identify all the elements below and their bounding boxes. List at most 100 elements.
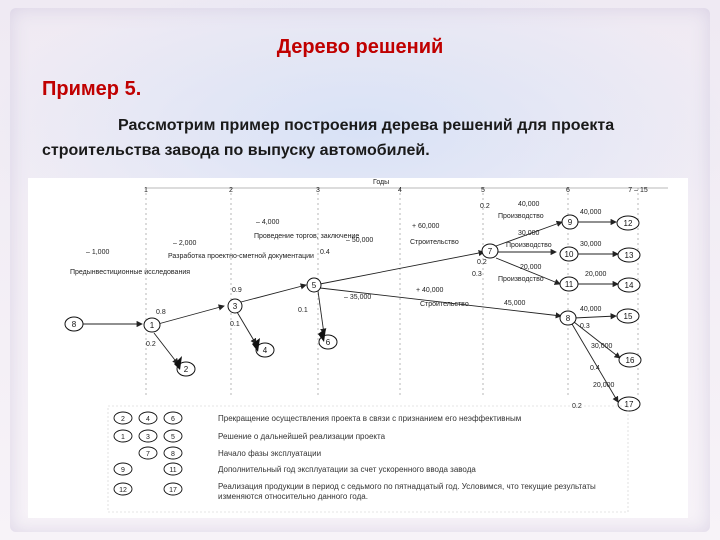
legend-node: 5 <box>171 434 175 441</box>
legend-node: 8 <box>171 451 175 458</box>
node-label: 6 <box>326 338 331 347</box>
tree-node <box>176 361 196 377</box>
stage-label: Производство <box>506 242 552 249</box>
edge-value: – 2,000 <box>173 240 196 247</box>
tree-node <box>255 342 275 358</box>
edge-value: 20,000 <box>585 271 607 278</box>
tree-node <box>559 246 579 262</box>
edge-value: – 1,000 <box>86 249 109 256</box>
legend-node: 7 <box>146 451 150 458</box>
edge-value: – 4,000 <box>256 219 279 226</box>
node-label: 3 <box>233 302 238 311</box>
node-label: 17 <box>625 400 634 409</box>
legend-node: 2 <box>121 416 125 423</box>
edge-value: 20,000 <box>520 264 542 271</box>
node-label: 16 <box>626 356 635 365</box>
node-label: 4 <box>263 346 268 355</box>
node-label: 8 <box>72 320 77 329</box>
diagram-legend: 2 4 6 1 3 5 7 8 9 11 12 17 Прекращение о… <box>107 405 629 513</box>
node-label: 5 <box>312 281 317 290</box>
node-label: 14 <box>625 281 634 290</box>
stage-label: Производство <box>498 213 544 220</box>
node-label: 12 <box>624 219 633 228</box>
node-label: 9 <box>568 218 573 227</box>
legend-node: 4 <box>146 416 150 423</box>
node-label: 1 <box>150 321 155 330</box>
tree-node <box>617 277 641 293</box>
stage-label: Строительство <box>410 239 459 246</box>
edge-value: 20,000 <box>593 382 615 389</box>
year-marker-3: 3 <box>316 187 320 194</box>
tree-node <box>618 352 642 368</box>
tree-node <box>306 277 322 293</box>
legend-text: Начало фазы эксплуатации <box>218 449 321 458</box>
probability-label: 0.1 <box>298 307 308 314</box>
probability-label: 0.2 <box>572 403 582 410</box>
legend-text: Прекращение осуществления проекта в связ… <box>218 414 521 423</box>
tree-node <box>481 243 499 259</box>
edge-value: – 50,000 <box>346 237 373 244</box>
probability-label: 0.4 <box>590 365 600 372</box>
tree-node <box>559 276 579 292</box>
example-heading: Пример 5. <box>42 78 142 100</box>
legend-node: 1 <box>121 434 125 441</box>
stage-label: Разработка проектно-сметной документации <box>168 252 314 260</box>
edge-value: 30,000 <box>580 241 602 248</box>
tree-node <box>64 316 84 332</box>
legend-text: Решение о дальнейшей реализации проекта <box>218 432 386 441</box>
year-marker-7: 7 – 15 <box>628 187 648 194</box>
legend-text-wrap: Реализация продукции в период с седьмого… <box>218 482 596 501</box>
legend-node: 3 <box>146 434 150 441</box>
legend-text: Дополнительный год эксплуатации за счет … <box>218 465 476 474</box>
decision-tree-diagram: Годы 1 2 3 4 5 6 7 – 15 – 1,000 – 2,000 … <box>64 179 668 513</box>
legend-text: Реализация продукции в период с седьмого… <box>218 482 596 501</box>
tree-node <box>227 298 243 314</box>
year-axis-caption: Годы <box>373 179 389 186</box>
node-label: 10 <box>565 250 574 259</box>
legend-node: 11 <box>169 467 176 474</box>
edge-value: 30,000 <box>591 343 613 350</box>
year-marker-5: 5 <box>481 187 485 194</box>
node-label: 13 <box>625 251 634 260</box>
stage-label: Проведение торгов, заключение <box>254 233 359 240</box>
legend-node: 9 <box>121 467 125 474</box>
edge-value: 45,000 <box>504 300 526 307</box>
probability-label: 0.3 <box>580 323 590 330</box>
edge-value: 40,000 <box>580 306 602 313</box>
tree-edges <box>82 218 621 403</box>
legend-node: 17 <box>169 487 177 494</box>
node-label: 15 <box>624 312 633 321</box>
probability-label: 0.2 <box>146 341 156 348</box>
edge-value: + 40,000 <box>416 287 444 294</box>
stage-label: Производство <box>498 276 544 283</box>
node-label: 11 <box>565 280 574 289</box>
node-label: 2 <box>184 365 189 374</box>
probability-label: 0.1 <box>230 321 240 328</box>
tree-node <box>617 247 641 263</box>
probability-label: 0.9 <box>232 287 242 294</box>
edge-value: 40,000 <box>518 201 540 208</box>
year-marker-2: 2 <box>229 187 233 194</box>
year-marker-6: 6 <box>566 187 570 194</box>
node-label: 8 <box>566 314 571 323</box>
edge-value: – 35,000 <box>344 294 371 301</box>
probability-label: 0.8 <box>156 309 166 316</box>
tree-node <box>559 310 577 326</box>
probability-label: 0.2 <box>480 203 490 210</box>
year-marker-4: 4 <box>398 187 402 194</box>
stage-label: Строительство <box>420 301 469 308</box>
probability-label: 0.3 <box>472 271 482 278</box>
stage-label: Предынвестиционные исследования <box>70 269 190 276</box>
legend-node: 6 <box>171 416 175 423</box>
tree-node <box>616 215 640 231</box>
probability-label: 0.2 <box>477 259 487 266</box>
tree-node <box>617 396 641 412</box>
edge-value: + 60,000 <box>412 223 440 230</box>
slide-title: Дерево решений <box>276 36 444 58</box>
tree-node <box>561 214 579 230</box>
intro-paragraph: Рассмотрим пример построения дерева реше… <box>42 117 615 159</box>
node-label: 7 <box>488 247 493 256</box>
edge-value: 40,000 <box>580 209 602 216</box>
legend-node: 12 <box>119 487 127 494</box>
termination-markers <box>174 328 326 370</box>
